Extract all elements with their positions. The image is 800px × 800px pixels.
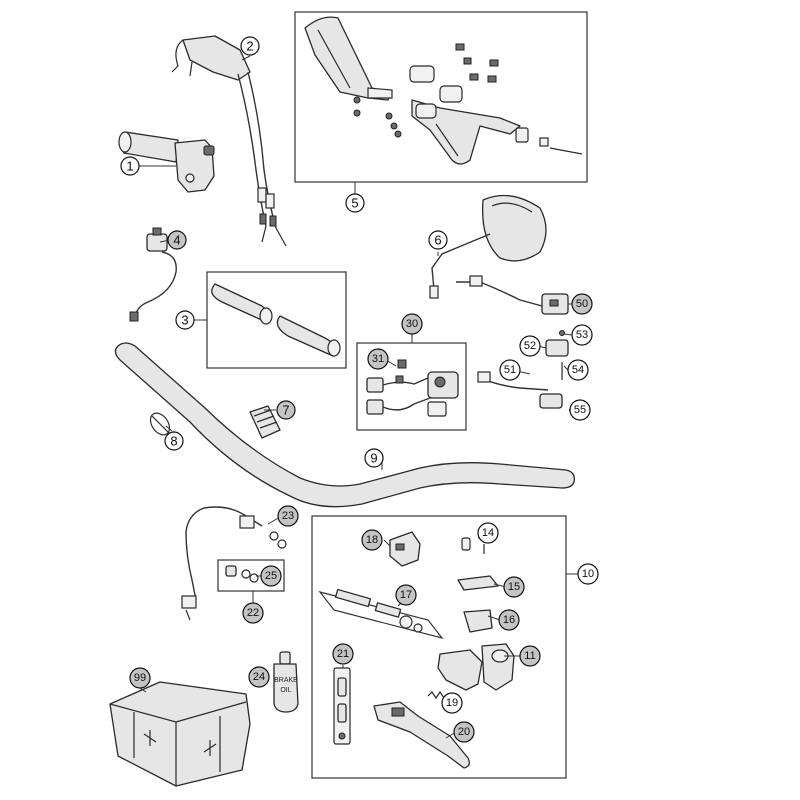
callout-1: 1: [120, 156, 140, 176]
callout-17: 17: [395, 584, 417, 606]
grip-pair: [211, 283, 341, 357]
svg-text:99: 99: [134, 672, 146, 684]
tool-case: [109, 681, 251, 787]
grip-set-frame: [206, 271, 347, 369]
svg-text:21: 21: [337, 648, 349, 660]
svg-text:20: 20: [458, 726, 470, 738]
svg-text:50: 50: [576, 298, 588, 310]
svg-text:55: 55: [574, 404, 586, 416]
callout-55: 55: [569, 399, 591, 421]
cable-tie: [149, 412, 171, 436]
callout-25: 25: [260, 565, 282, 587]
svg-text:23: 23: [282, 510, 294, 522]
svg-text:53: 53: [576, 329, 588, 341]
bottle-label-line2: OIL: [280, 687, 291, 694]
svg-text:14: 14: [482, 527, 494, 539]
right-switch-assembly: [456, 275, 575, 413]
callout-20: 20: [453, 721, 475, 743]
svg-text:7: 7: [282, 403, 289, 418]
brake-master-cylinder: [389, 531, 421, 567]
svg-text:52: 52: [524, 340, 536, 352]
callout-23: 23: [277, 505, 299, 527]
svg-text:1: 1: [126, 159, 133, 174]
reservoir-cover: [457, 575, 499, 591]
svg-text:30: 30: [406, 318, 418, 330]
callout-14: 14: [477, 522, 499, 544]
small-parts-kit: [225, 565, 259, 583]
rubber-boot: [249, 405, 281, 439]
brake-line: [181, 506, 287, 621]
callout-10: 10: [577, 563, 599, 585]
svg-text:22: 22: [247, 607, 259, 619]
callout-5: 5: [345, 193, 365, 213]
svg-text:24: 24: [253, 671, 265, 683]
callout-30: 30: [401, 313, 423, 335]
bottle-label-line1: BRAKE: [274, 677, 298, 684]
callout-9: 9: [364, 448, 384, 468]
handlebar: [114, 342, 575, 508]
small-parts-kit-frame: [217, 559, 285, 592]
svg-text:4: 4: [173, 233, 180, 248]
callout-7: 7: [276, 400, 296, 420]
svg-text:19: 19: [446, 697, 458, 709]
callout-2: 2: [240, 36, 260, 56]
brake-assembly-frame: [311, 515, 567, 779]
wiring-harness: [366, 359, 459, 417]
reservoir-diaphragm: [463, 609, 493, 633]
svg-text:31: 31: [372, 353, 384, 365]
svg-text:3: 3: [181, 313, 188, 328]
svg-text:54: 54: [572, 364, 584, 376]
callout-51: 51: [499, 359, 521, 381]
throttle-grip-assembly: [118, 131, 215, 193]
svg-text:2: 2: [246, 39, 253, 54]
brake-fluid-bottle: BRAKE OIL: [273, 651, 299, 713]
callout-8: 8: [164, 431, 184, 451]
callout-54: 54: [567, 359, 589, 381]
svg-text:15: 15: [508, 581, 520, 593]
svg-text:6: 6: [434, 233, 441, 248]
svg-text:5: 5: [351, 196, 358, 211]
svg-text:10: 10: [582, 568, 594, 580]
brake-lever-housing: [437, 643, 515, 691]
handguard-kit-frame: [294, 11, 588, 183]
callout-markers: 1 2 3 4 5 6 7 8 9 10 11 14 15 16 17 18 1…: [120, 36, 599, 743]
svg-text:16: 16: [503, 614, 515, 626]
callout-22: 22: [242, 602, 264, 624]
callout-11: 11: [519, 645, 541, 667]
callout-31: 31: [367, 348, 389, 370]
callout-18: 18: [361, 529, 383, 551]
svg-text:25: 25: [265, 570, 277, 582]
callout-52: 52: [519, 335, 541, 357]
throttle-cable-set: [171, 35, 287, 247]
svg-text:9: 9: [370, 451, 377, 466]
kill-switch: [129, 227, 177, 322]
lever-spring: [427, 690, 445, 700]
svg-text:8: 8: [170, 434, 177, 449]
callout-53: 53: [571, 324, 593, 346]
svg-text:18: 18: [366, 534, 378, 546]
lever-pivot: [333, 667, 351, 745]
handguard-kit: [304, 16, 583, 165]
callout-19: 19: [441, 692, 463, 714]
callout-16: 16: [498, 609, 520, 631]
repair-kit-tray: [318, 590, 444, 640]
callout-3: 3: [175, 310, 195, 330]
callout-21: 21: [332, 643, 354, 665]
callout-6: 6: [428, 230, 448, 250]
screw-set: [461, 537, 485, 554]
callout-50: 50: [571, 293, 593, 315]
svg-text:51: 51: [504, 364, 516, 376]
callout-15: 15: [503, 576, 525, 598]
piston-kit: [334, 588, 423, 633]
callout-99: 99: [129, 667, 151, 689]
callout-24: 24: [248, 666, 270, 688]
callout-4: 4: [167, 230, 187, 250]
svg-text:11: 11: [524, 650, 535, 662]
mirror: [429, 194, 547, 299]
svg-text:17: 17: [400, 589, 412, 601]
